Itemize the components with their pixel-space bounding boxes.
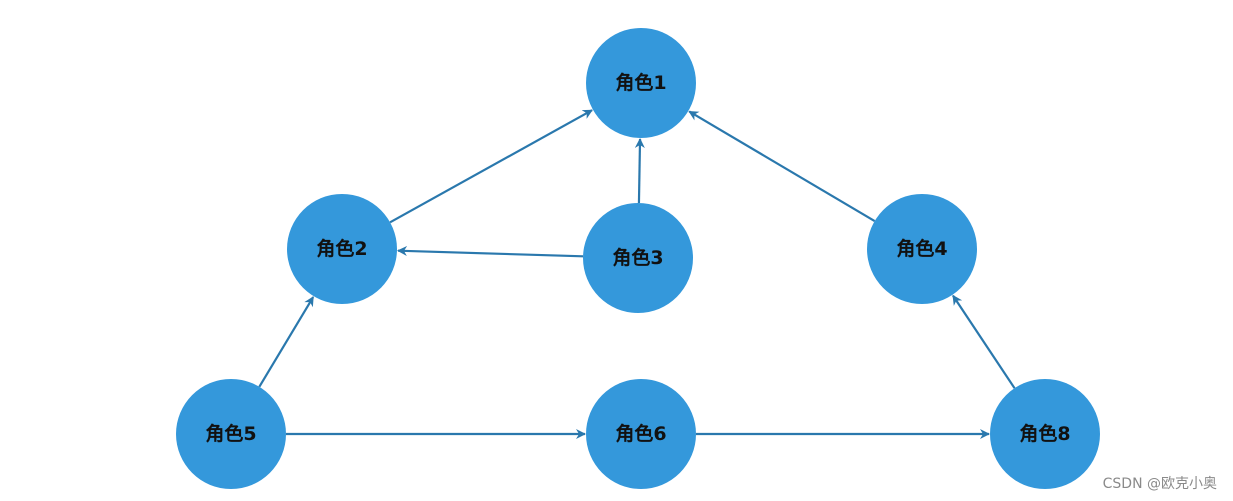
node-n4[interactable]: 角色4 bbox=[867, 194, 977, 304]
node-label: 角色1 bbox=[615, 71, 666, 94]
node-circle[interactable] bbox=[867, 194, 977, 304]
edge-n4-to-n1 bbox=[688, 110, 876, 222]
nodes-layer: 角色1 角色2 角色3 角色4 角色5 角色6 角色8 bbox=[176, 28, 1100, 489]
edges-layer bbox=[258, 109, 1016, 439]
node-circle[interactable] bbox=[586, 379, 696, 489]
node-label: 角色6 bbox=[615, 422, 666, 445]
node-label: 角色3 bbox=[612, 246, 663, 269]
edge-n2-to-n1 bbox=[389, 109, 593, 224]
edge-n3-to-n1 bbox=[634, 137, 645, 204]
node-circle[interactable] bbox=[287, 194, 397, 304]
node-circle[interactable] bbox=[990, 379, 1100, 489]
node-circle[interactable] bbox=[583, 203, 693, 313]
edge-n5-to-n2 bbox=[258, 296, 315, 388]
edge-n8-to-n4 bbox=[952, 294, 1016, 389]
node-label: 角色2 bbox=[316, 237, 367, 260]
node-n2[interactable]: 角色2 bbox=[287, 194, 397, 304]
edge-n3-to-n2 bbox=[396, 245, 584, 258]
node-n1[interactable]: 角色1 bbox=[586, 28, 696, 138]
node-label: 角色8 bbox=[1019, 422, 1070, 445]
node-n6[interactable]: 角色6 bbox=[586, 379, 696, 489]
node-n3[interactable]: 角色3 bbox=[583, 203, 693, 313]
watermark: CSDN @欧克小奥 bbox=[1102, 476, 1217, 492]
node-label: 角色5 bbox=[205, 422, 256, 445]
node-circle[interactable] bbox=[176, 379, 286, 489]
node-label: 角色4 bbox=[896, 237, 947, 260]
node-n5[interactable]: 角色5 bbox=[176, 379, 286, 489]
node-n8[interactable]: 角色8 bbox=[990, 379, 1100, 489]
node-circle[interactable] bbox=[586, 28, 696, 138]
